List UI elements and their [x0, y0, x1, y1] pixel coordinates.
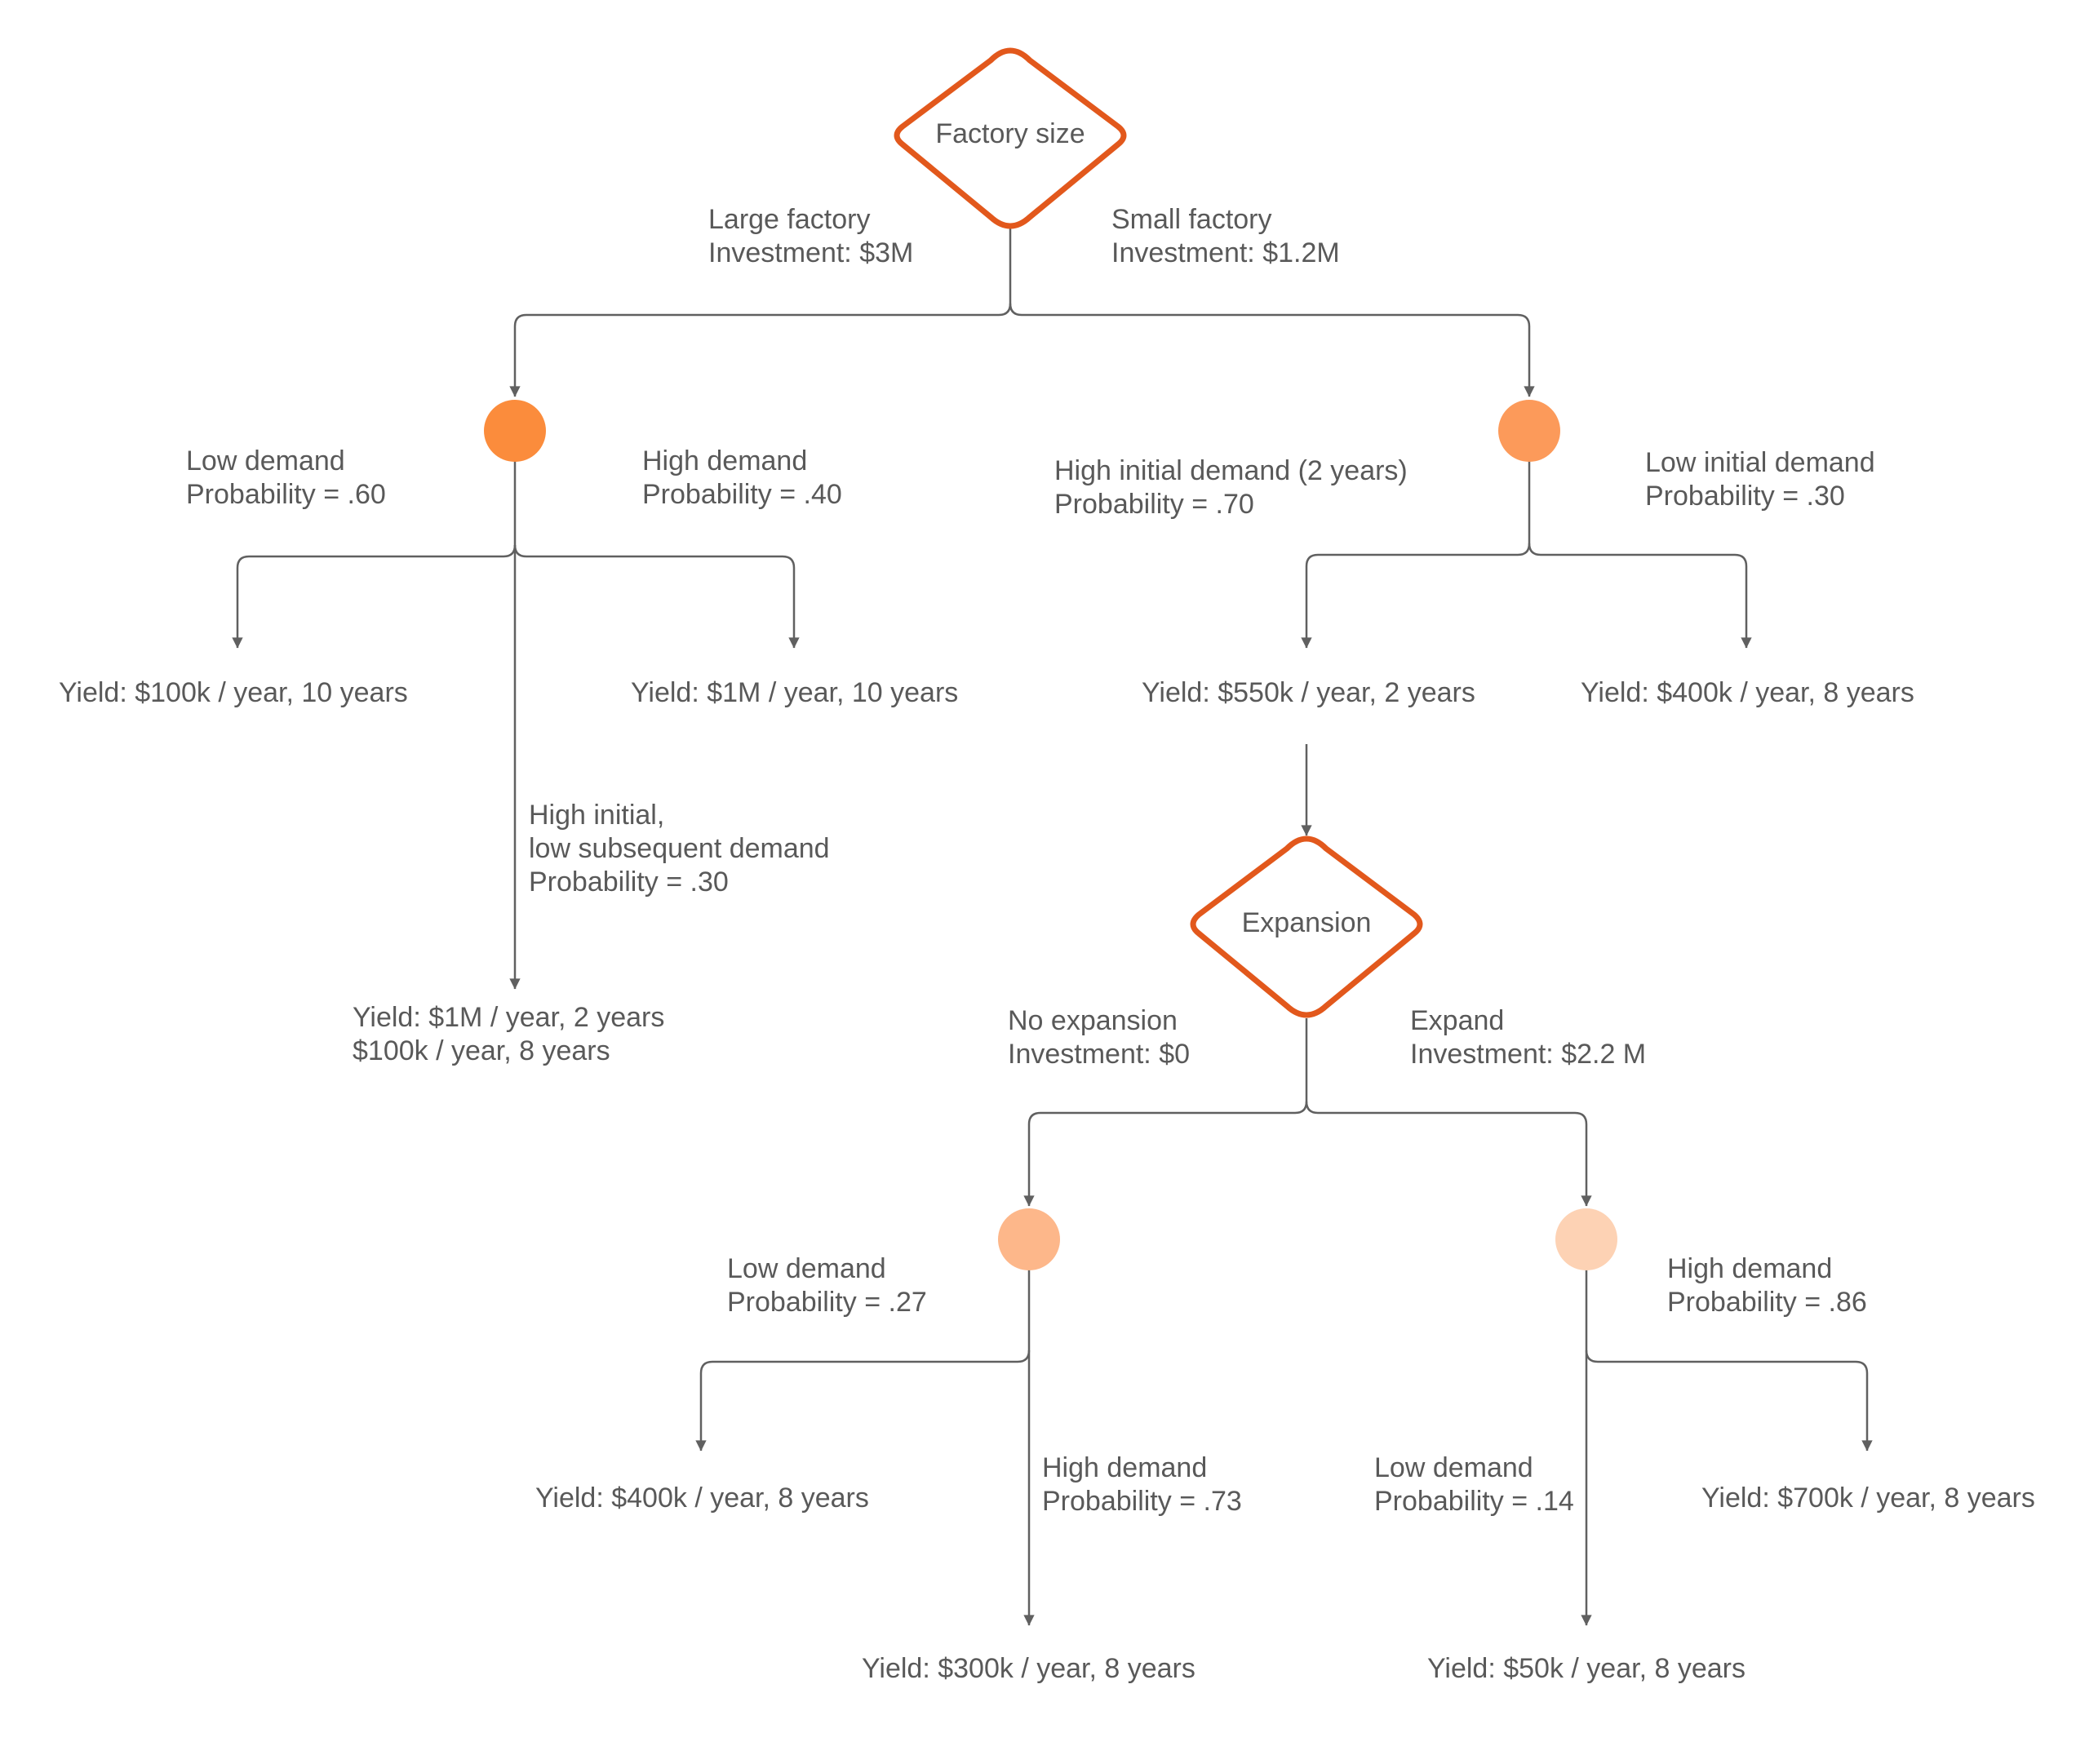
branch-label-exp-high-text-line-2: Probability = .86: [1667, 1287, 1867, 1318]
branch-label-large-factory-text-line-1: Large factory: [708, 204, 870, 235]
outcome-small-high-initial: Yield: $550k / year, 2 years: [1142, 677, 1475, 708]
branch-label-small-high-initial-text: High initial demand (2 years)Probability…: [1054, 455, 1408, 520]
outcome-large-low: Yield: $100k / year, 10 years: [59, 677, 408, 708]
edge-large-high: [513, 544, 800, 649]
outcome-exp-high-line-1: Yield: $700k / year, 8 years: [1701, 1483, 2035, 1514]
outcome-noexp-high-line-1: Yield: $300k / year, 8 years: [862, 1653, 1195, 1684]
branch-label-large-high-text-line-1: High demand: [642, 445, 807, 476]
decision-node-factory-size: Factory size: [894, 47, 1127, 229]
outcome-noexp-low-line-1: Yield: $400k / year, 8 years: [535, 1483, 869, 1514]
branch-label-small-high-initial-text-line-2: Probability = .70: [1054, 489, 1254, 520]
outcome-large-high: Yield: $1M / year, 10 years: [631, 677, 958, 708]
outcome-large-mixed-line-2: $100k / year, 8 years: [353, 1035, 610, 1066]
edge-large-low: [232, 544, 517, 649]
branch-label-small-high-initial-text-line-1: High initial demand (2 years): [1054, 455, 1408, 486]
outcome-exp-high: Yield: $700k / year, 8 years: [1701, 1483, 2035, 1514]
outcome-exp-low: Yield: $50k / year, 8 years: [1427, 1653, 1746, 1684]
branch-label-no-expansion-text-line-2: Investment: $0: [1008, 1039, 1190, 1070]
outcome-small-low-initial-line-1: Yield: $400k / year, 8 years: [1581, 677, 1914, 708]
branch-label-large-mixed-text-line-3: Probability = .30: [529, 866, 729, 898]
branch-label-small-high-initial: High initial demand (2 years)Probability…: [1054, 455, 1408, 520]
outcome-small-high-initial-line-1: Yield: $550k / year, 2 years: [1142, 677, 1475, 708]
decision-label-expansion: Expansion: [1242, 907, 1372, 938]
edge-to-small-factory: [1009, 303, 1535, 397]
branch-label-noexp-low-text-line-2: Probability = .27: [727, 1287, 927, 1318]
connectors: [232, 228, 1873, 1626]
branch-label-large-high-text-line-2: Probability = .40: [642, 479, 842, 510]
outcome-noexp-high: Yield: $300k / year, 8 years: [862, 1653, 1195, 1684]
branch-label-expand-text-line-2: Investment: $2.2 M: [1410, 1039, 1646, 1070]
branch-label-noexp-low-text-line-1: Low demand: [727, 1253, 886, 1284]
branch-label-small-factory-text-line-2: Investment: $1.2M: [1111, 237, 1340, 268]
branch-label-small-low-initial-text-line-2: Probability = .30: [1645, 481, 1845, 512]
edge-to-no-expansion: [1023, 1101, 1308, 1207]
chance-node-no-expansion: [998, 1208, 1060, 1270]
branch-label-noexp-high-text-line-2: Probability = .73: [1042, 1486, 1242, 1517]
branch-label-large-factory-text-line-2: Investment: $3M: [708, 237, 913, 268]
branch-label-large-mixed-text-line-2: low subsequent demand: [529, 833, 830, 864]
outcome-small-low-initial: Yield: $400k / year, 8 years: [1581, 677, 1914, 708]
outcome-large-low-line-1: Yield: $100k / year, 10 years: [59, 677, 408, 708]
branch-label-small-factory-text-line-1: Small factory: [1111, 204, 1272, 235]
branch-label-large-low-text-line-2: Probability = .60: [186, 479, 386, 510]
edge-small-low-initial: [1528, 543, 1752, 649]
chance-node-small-factory: [1498, 400, 1560, 462]
decision-node-expansion: Expansion: [1190, 835, 1423, 1018]
outcome-noexp-low: Yield: $400k / year, 8 years: [535, 1483, 869, 1514]
branch-label-small-low-initial-text-line-1: Low initial demand: [1645, 447, 1875, 478]
branch-label-large-mixed-text-line-1: High initial,: [529, 800, 664, 831]
edge-exp-high: [1585, 1350, 1873, 1452]
branch-label-exp-low-text-line-2: Probability = .14: [1374, 1486, 1574, 1517]
branch-label-exp-high-text-line-1: High demand: [1667, 1253, 1832, 1284]
branch-label-expand-text-line-1: Expand: [1410, 1005, 1504, 1036]
chance-node-large-factory: [484, 400, 546, 462]
outcome-large-high-line-1: Yield: $1M / year, 10 years: [631, 677, 958, 708]
edge-to-large-factory: [509, 303, 1012, 397]
branch-label-exp-low-text-line-1: Low demand: [1374, 1452, 1533, 1483]
outcome-large-mixed: Yield: $1M / year, 2 years$100k / year, …: [353, 1002, 664, 1066]
outcome-exp-low-line-1: Yield: $50k / year, 8 years: [1427, 1653, 1746, 1684]
outcome-large-mixed-line-1: Yield: $1M / year, 2 years: [353, 1002, 664, 1033]
edge-small-high-initial: [1301, 543, 1531, 649]
branch-label-noexp-high-text-line-1: High demand: [1042, 1452, 1207, 1483]
chance-node-expand: [1555, 1208, 1617, 1270]
edge-to-expand: [1305, 1101, 1592, 1207]
edge-noexp-low: [695, 1350, 1031, 1452]
decision-label-factory-size: Factory size: [935, 118, 1085, 149]
branch-label-no-expansion-text-line-1: No expansion: [1008, 1005, 1178, 1036]
branch-label-large-low-text-line-1: Low demand: [186, 445, 345, 476]
